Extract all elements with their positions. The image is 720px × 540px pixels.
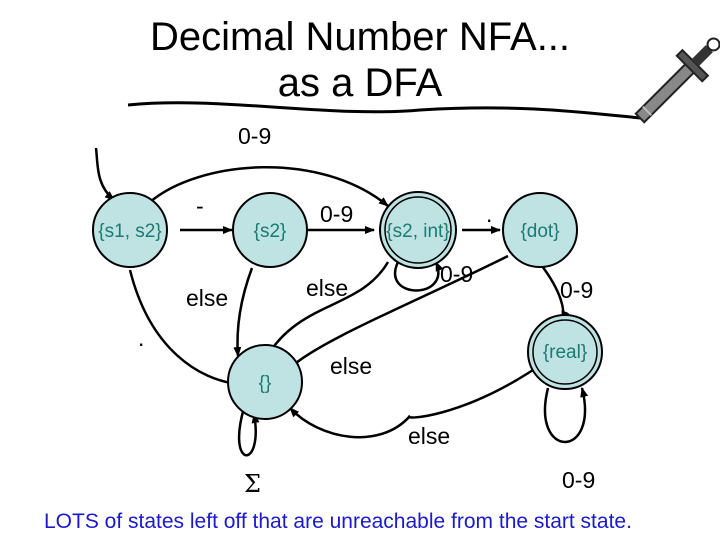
sword-icon [634, 37, 720, 124]
label-int-to-dot: . [486, 201, 492, 227]
state-real: {real} [527, 314, 603, 390]
start-arrow [94, 147, 115, 201]
label-empty-loop: Σ [244, 470, 261, 498]
edge-start-to-int [149, 165, 389, 207]
state-dot-label: {dot} [520, 221, 559, 242]
state-start-label: {s1, s2} [98, 221, 161, 242]
title-line-2: as a DFA [277, 61, 443, 105]
label-int-to-empty: else [306, 275, 348, 301]
edge-s2-to-empty [233, 267, 254, 357]
state-s2: {s2} [232, 192, 308, 268]
label-dot-to-real: 0-9 [560, 277, 593, 303]
label-start-to-empty: . [138, 325, 144, 351]
label-real-to-empty: else [408, 423, 450, 449]
footer-note: LOTS of states left off that are unreach… [44, 510, 632, 533]
edge-real-loop [543, 387, 589, 444]
slide-title: Decimal Number NFA... as a DFA [120, 14, 600, 106]
state-empty: {} [227, 344, 303, 420]
label-real-loop: 0-9 [562, 467, 595, 493]
state-dot: {dot} [502, 192, 578, 268]
label-int-loop: 0-9 [440, 261, 473, 287]
state-s2-label: {s2} [254, 221, 287, 242]
state-start: {s1, s2} [92, 192, 168, 268]
edge-real-to-empty [290, 362, 543, 439]
label-start-to-int: 0-9 [238, 123, 271, 149]
state-int: {s2, int} [379, 191, 457, 269]
title-line-1: Decimal Number NFA... [149, 15, 571, 59]
label-s2-to-int: 0-9 [320, 201, 353, 227]
title-underline [127, 101, 641, 120]
label-dot-to-empty: else [330, 353, 372, 379]
edge-start-to-empty [128, 269, 239, 388]
label-start-to-s2: - [196, 193, 204, 219]
state-empty-label: {} [259, 373, 272, 394]
edge-empty-loop [237, 407, 260, 457]
edge-int-loop [394, 261, 444, 292]
edge-int-to-empty [264, 261, 390, 359]
label-s2-to-empty: else [186, 285, 228, 311]
edge-dot-to-empty [289, 254, 509, 369]
state-int-label: {s2, int} [386, 221, 449, 242]
state-real-label: {real} [543, 342, 587, 363]
